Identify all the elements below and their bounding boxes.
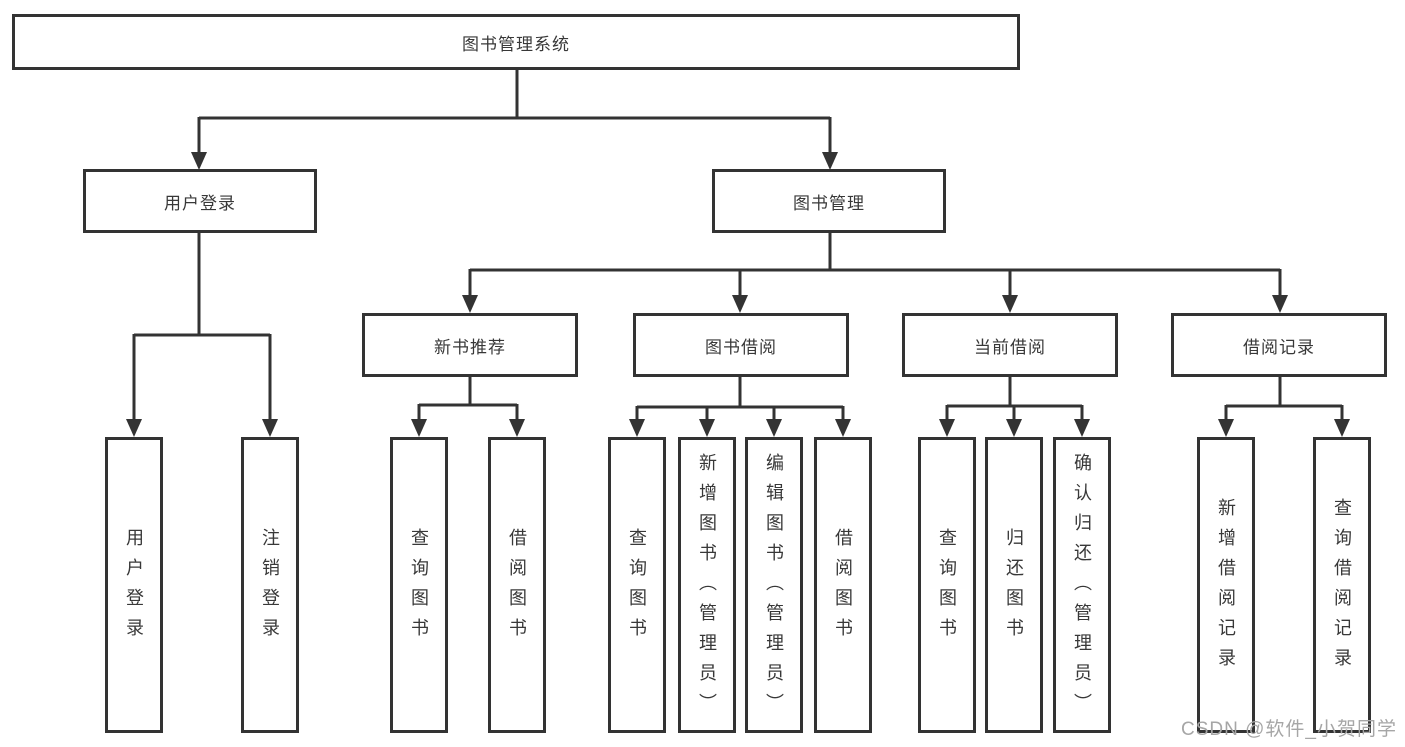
- node-book-borrow: 图书借阅: [633, 313, 849, 377]
- leaf-confirm-return-admin: 确认归还（管理员）: [1053, 437, 1111, 733]
- leaf-query-borrow-record: 查询借阅记录: [1313, 437, 1371, 733]
- leaf-add-book-admin: 新增图书（管理员）: [678, 437, 736, 733]
- leaf-borrow-books-recommend: 借阅图书: [488, 437, 546, 733]
- leaf-return-books: 归还图书: [985, 437, 1043, 733]
- node-user-login: 用户登录: [83, 169, 317, 233]
- leaf-edit-book-admin: 编辑图书（管理员）: [745, 437, 803, 733]
- node-book-management: 图书管理: [712, 169, 946, 233]
- leaf-query-books-current: 查询图书: [918, 437, 976, 733]
- node-current-borrow: 当前借阅: [902, 313, 1118, 377]
- watermark: CSDN @软件_小贺同学: [1181, 719, 1397, 740]
- node-borrow-records: 借阅记录: [1171, 313, 1387, 377]
- leaf-add-borrow-record: 新增借阅记录: [1197, 437, 1255, 733]
- node-new-book-recommend: 新书推荐: [362, 313, 578, 377]
- leaf-borrow-books: 借阅图书: [814, 437, 872, 733]
- leaf-query-books-borrow: 查询图书: [608, 437, 666, 733]
- leaf-query-books-recommend: 查询图书: [390, 437, 448, 733]
- leaf-logout: 注销登录: [241, 437, 299, 733]
- leaf-user-login: 用户登录: [105, 437, 163, 733]
- node-root-library-system: 图书管理系统: [12, 14, 1020, 70]
